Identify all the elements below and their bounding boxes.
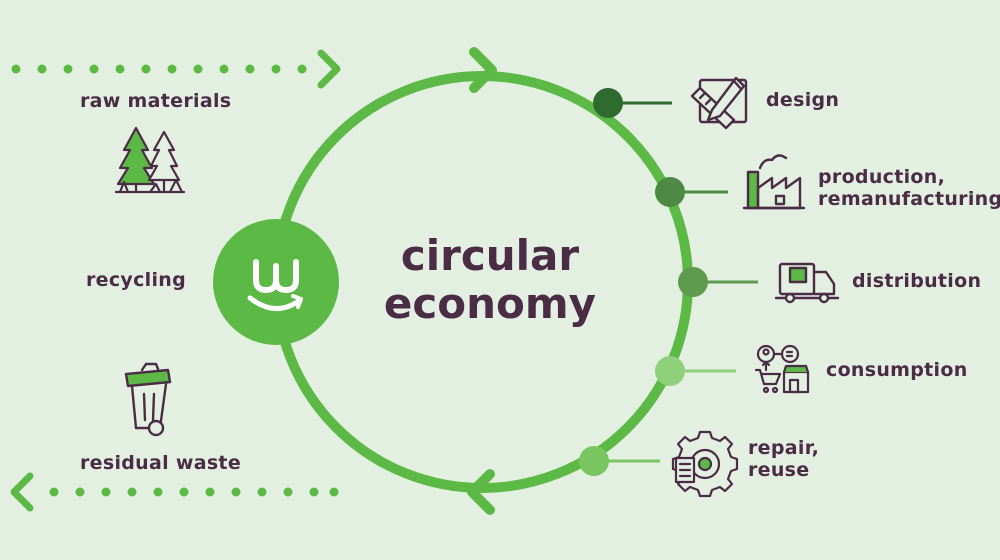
ring-arrow-top [469, 47, 497, 93]
label-raw-materials: raw materials [80, 90, 232, 112]
smiling-w-logo-icon [213, 219, 339, 345]
label-recycling: recycling [86, 269, 187, 291]
label-production: production, remanufacturing [818, 166, 1000, 210]
label-repair-line1: repair, [748, 437, 820, 459]
trash-bin-icon [124, 362, 172, 437]
stage-dot-production [655, 177, 685, 207]
output-dotted-arrow [10, 472, 339, 512]
input-dotted-arrow [11, 49, 341, 89]
label-design-line1: design [766, 89, 840, 111]
label-distribution-line1: distribution [852, 270, 982, 292]
factory-icon [742, 154, 806, 210]
stage-dot-consumption [655, 356, 685, 386]
label-repair-line2: reuse [748, 459, 810, 481]
center-title-line2: economy [383, 279, 597, 328]
label-production-line2: remanufacturing [818, 188, 1000, 210]
gear-repair-icon [671, 430, 739, 498]
label-distribution: distribution [852, 270, 981, 292]
stage-dot-distribution [678, 267, 708, 297]
label-repair: repair, reuse [748, 437, 819, 481]
label-consumption-line1: consumption [826, 359, 968, 381]
label-consumption: consumption [826, 359, 968, 381]
label-production-line1: production, [818, 166, 946, 188]
stage-dot-design [593, 88, 623, 118]
pencil-ruler-icon [690, 76, 748, 130]
ring-arrow-bottom [467, 469, 495, 515]
delivery-truck-icon [774, 262, 840, 304]
label-design: design [766, 89, 839, 111]
center-title-line1: circular [400, 231, 580, 280]
shopping-cart-store-icon [754, 344, 810, 394]
center-title: circular economy [360, 232, 620, 328]
stage-dot-repair [579, 446, 609, 476]
label-residual-waste: residual waste [80, 452, 242, 474]
trees-icon [114, 126, 186, 194]
